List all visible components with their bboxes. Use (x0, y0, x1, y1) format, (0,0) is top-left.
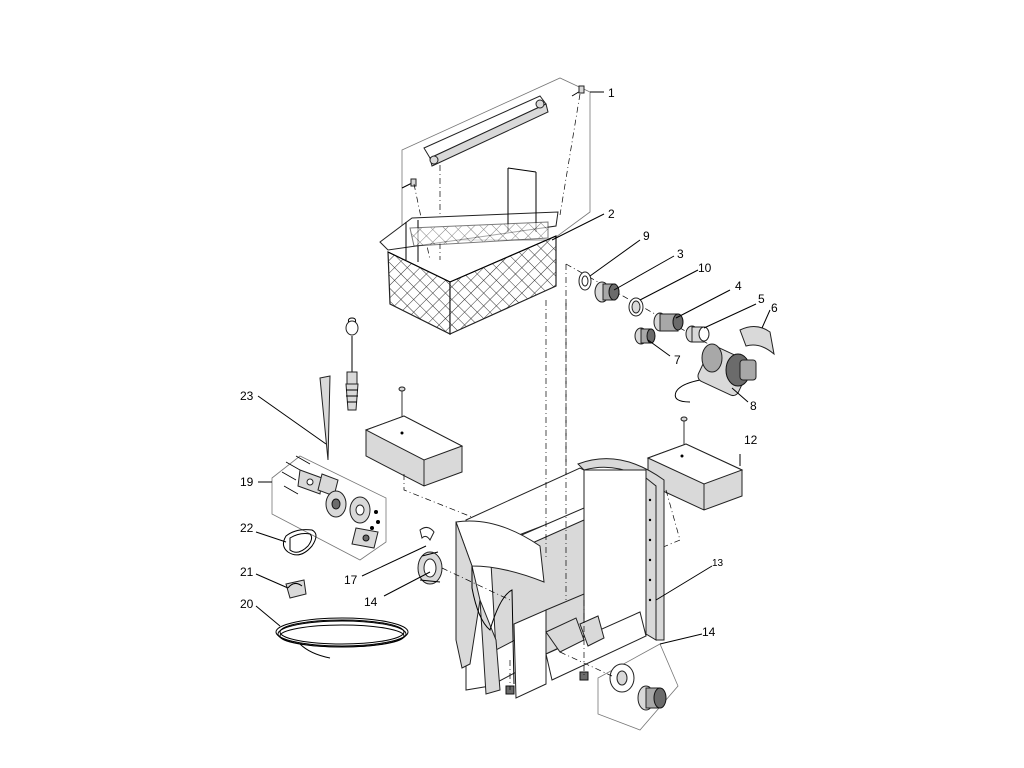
part-9-washer-ring (578, 271, 592, 291)
part-20-tubing-coil (275, 617, 409, 659)
callout-22: 22 (240, 521, 254, 535)
part-22-band (282, 529, 317, 556)
callout-9: 9 (643, 229, 650, 243)
callout-4: 4 (735, 279, 742, 293)
callout-3: 3 (677, 247, 684, 261)
part-14-outlet-flange-upper (417, 551, 511, 601)
part-8-uv-lamp-unit (674, 343, 757, 403)
part-5-bushing (685, 325, 710, 343)
callout-5: 5 (758, 292, 765, 306)
part-10-o-ring (628, 297, 644, 317)
part-2-filter-basket (379, 167, 559, 335)
pulley-wheel (349, 496, 371, 524)
part-23-ground-stake (319, 317, 359, 461)
part-21-hose-clamp (285, 579, 307, 599)
callout-labels: 1 2 3 4 5 6 7 8 9 10 12 13 14 14 17 19 2… (240, 86, 778, 639)
callout-17: 17 (344, 573, 358, 587)
hose-connection-parts (565, 263, 775, 600)
part-14-inlet-connector-lower (559, 643, 679, 731)
callout-1: 1 (608, 86, 615, 100)
callout-14-lower: 14 (702, 625, 716, 639)
bracket-piece (297, 469, 323, 495)
part-12-foam-block (631, 416, 744, 561)
callout-14-upper: 14 (364, 595, 378, 609)
callout-13: 13 (712, 558, 724, 569)
part-3-threaded-connector (594, 281, 620, 303)
part-13-filter-housing (455, 300, 665, 699)
callout-10: 10 (698, 261, 712, 275)
leader-lines (255, 91, 771, 645)
part-4-coupling (653, 312, 684, 332)
callout-19: 19 (240, 475, 254, 489)
part-17-clip (419, 526, 435, 541)
part-1-lid-bar (401, 77, 591, 261)
pulley-wheel (325, 490, 347, 518)
callout-2: 2 (608, 207, 615, 221)
part-19-bracket-kit (271, 455, 387, 561)
callout-21: 21 (240, 565, 254, 579)
screw-icon (571, 85, 585, 97)
callout-6: 6 (771, 301, 778, 315)
callout-23: 23 (240, 389, 254, 403)
screw-icon (401, 178, 417, 189)
callout-7: 7 (674, 353, 681, 367)
bracket-piece (351, 527, 379, 549)
callout-12: 12 (744, 433, 758, 447)
callout-8: 8 (750, 399, 757, 413)
part-7-nut (634, 327, 656, 345)
foam-block-left (364, 386, 561, 553)
callout-20: 20 (240, 597, 254, 611)
part-6-clamp-strip (739, 326, 775, 356)
